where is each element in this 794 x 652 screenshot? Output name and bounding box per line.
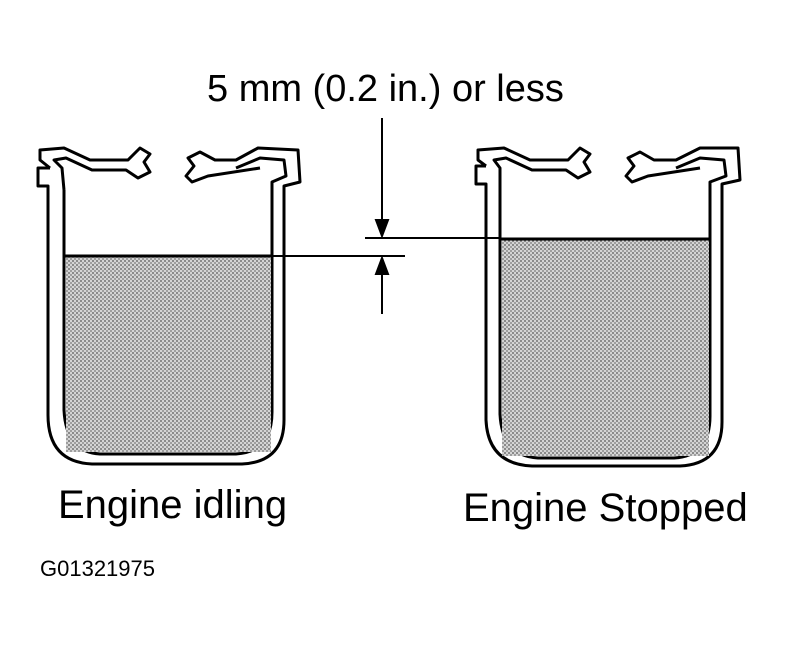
arrow-up: [374, 255, 390, 275]
engine-idling-caption: Engine idling: [58, 483, 288, 527]
right-fluid: [502, 239, 709, 456]
right-reservoir-outer-lip: [476, 146, 592, 190]
arrow-down: [374, 219, 390, 239]
right-reservoir-outer-wall: [474, 146, 742, 468]
figure-id: G01321975: [40, 556, 155, 581]
dimension-marker: [273, 118, 500, 314]
left-reservoir-outer-lip: [38, 146, 152, 191]
left-reservoir-outer-wall: [36, 146, 302, 466]
left-fluid: [66, 256, 271, 452]
dimension-label: 5 mm (0.2 in.) or less: [207, 68, 564, 110]
engine-stopped-caption: Engine Stopped: [463, 486, 748, 530]
